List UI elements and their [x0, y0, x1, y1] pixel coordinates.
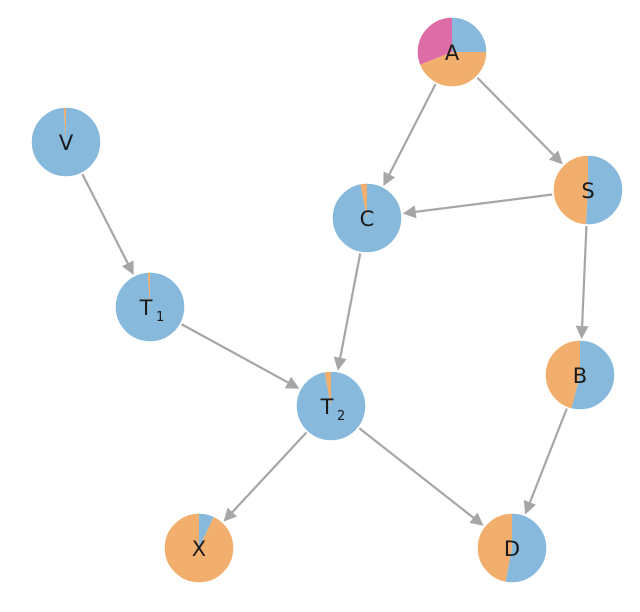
pie-slice-orange — [360, 183, 367, 218]
node-outline — [552, 154, 624, 226]
arrowhead — [333, 356, 347, 371]
pie-slice-blue — [585, 155, 623, 225]
edge-s-b — [575, 225, 589, 340]
node-outline — [544, 339, 616, 411]
node-outline — [416, 16, 488, 88]
edge-t1-t2 — [181, 323, 300, 389]
arrowhead — [523, 500, 536, 515]
node-c[interactable]: C — [331, 182, 403, 254]
arrowhead — [383, 171, 396, 186]
node-b[interactable]: B — [544, 339, 616, 411]
node-a[interactable]: A — [416, 16, 488, 88]
node-outline — [163, 512, 235, 584]
edges-layer — [81, 76, 589, 526]
edge-line — [528, 408, 568, 505]
node-label: X — [192, 537, 206, 561]
pie-slice-blue — [452, 17, 487, 52]
node-label: C — [360, 207, 375, 231]
edge-s-c — [402, 193, 553, 219]
edge-line — [338, 253, 362, 361]
edge-line — [387, 83, 437, 177]
edge-t2-x — [223, 431, 308, 522]
arrowhead — [548, 150, 563, 165]
pie-slice-blue — [199, 513, 214, 548]
pie-slice-orange — [552, 155, 588, 225]
node-d[interactable]: D — [476, 512, 548, 584]
edge-t2-d — [358, 427, 484, 526]
node-s[interactable]: S — [552, 154, 624, 226]
pie-slice-orange — [544, 340, 580, 409]
edge-line — [476, 76, 556, 158]
pie-slice-orange — [147, 272, 150, 307]
node-outline — [114, 271, 186, 343]
edge-line — [580, 225, 588, 329]
arrowhead — [284, 376, 300, 389]
edge-b-d — [523, 408, 568, 515]
node-label: T — [320, 395, 334, 419]
pie-slice-orange — [324, 371, 331, 406]
node-label: D — [504, 537, 520, 561]
edge-c-t2 — [333, 253, 362, 371]
edge-line — [81, 173, 130, 266]
node-subscript: 1 — [156, 310, 164, 325]
pie-slice-orange — [476, 513, 512, 583]
node-label: B — [573, 364, 587, 388]
node-label: T — [139, 296, 153, 320]
node-label: V — [59, 131, 74, 155]
pie-slice-orange — [63, 107, 66, 142]
edge-v-t1 — [81, 173, 134, 275]
node-x[interactable]: X — [163, 512, 235, 584]
arrowhead — [121, 260, 134, 275]
arrowhead — [575, 325, 589, 340]
edge-line — [230, 431, 308, 515]
node-label: A — [445, 41, 460, 65]
edge-line — [181, 323, 291, 385]
edge-line — [358, 427, 476, 520]
pie-slice-blue — [295, 371, 366, 441]
pie-slice-blue — [571, 340, 615, 410]
pie-slice-blue — [332, 183, 403, 253]
arrowhead — [402, 205, 417, 219]
edge-line — [413, 193, 553, 214]
node-outline — [331, 182, 403, 254]
pie-slice-orange — [164, 513, 235, 584]
node-outline — [30, 106, 102, 178]
pie-slice-blue — [30, 107, 101, 178]
node-outline — [476, 512, 548, 584]
arrowhead — [223, 507, 238, 522]
node-label: S — [581, 179, 594, 203]
node-v[interactable]: V — [30, 106, 102, 178]
edge-a-s — [476, 76, 563, 165]
pie-slice-blue — [505, 513, 547, 583]
pie-slice-blue — [114, 272, 185, 343]
node-outline — [295, 370, 367, 442]
edge-a-c — [383, 83, 437, 186]
node-subscript: 2 — [337, 409, 345, 424]
arrowhead — [469, 512, 484, 526]
pie-slice-orange — [419, 52, 487, 87]
